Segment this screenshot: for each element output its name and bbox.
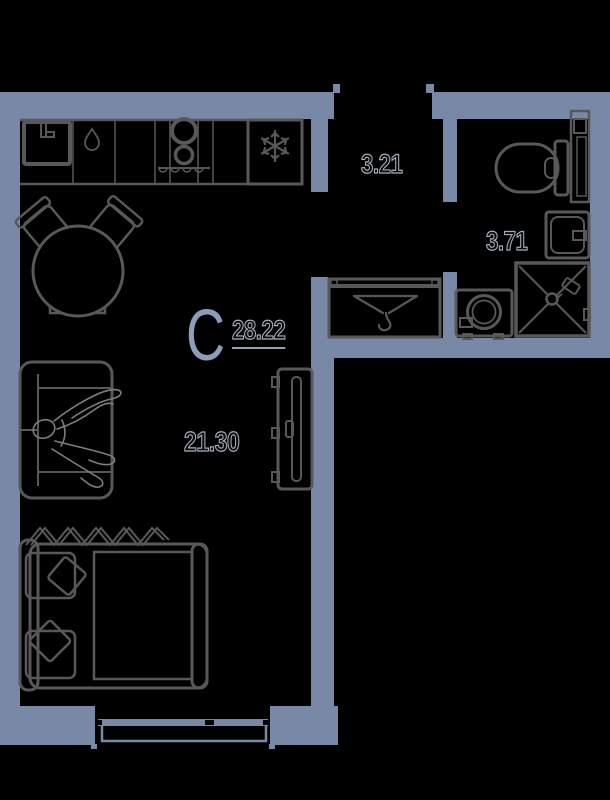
wall-hall-bottom bbox=[311, 338, 610, 358]
wall-living-right bbox=[311, 358, 334, 706]
wall-bottom-left bbox=[0, 706, 95, 745]
walls bbox=[0, 84, 610, 745]
counter-outline bbox=[20, 118, 304, 186]
toilet bbox=[494, 139, 570, 197]
pillow bbox=[24, 551, 77, 600]
tap-icon bbox=[45, 131, 55, 138]
entrance-jamb-right bbox=[426, 84, 434, 93]
counter-dividers bbox=[72, 120, 249, 184]
total-area-label: 28.22 bbox=[232, 316, 286, 349]
bathroom-sink bbox=[544, 210, 591, 260]
toilet-tank bbox=[553, 139, 570, 197]
bed-headboard bbox=[18, 538, 40, 692]
toilet-bowl bbox=[494, 142, 560, 194]
hanger-icon bbox=[352, 294, 419, 332]
fridge bbox=[246, 118, 304, 186]
blanket-zigzag bbox=[25, 526, 165, 547]
washer-door bbox=[466, 294, 502, 330]
blanket-zigzag bbox=[30, 526, 170, 547]
washer-controls bbox=[459, 317, 473, 328]
wall-notch bbox=[91, 744, 97, 749]
window-balcony bbox=[91, 719, 275, 749]
balcony-outline bbox=[100, 726, 268, 743]
washer-foot bbox=[462, 333, 473, 340]
water-drop-icon bbox=[84, 127, 100, 151]
wall-top-right bbox=[432, 92, 610, 119]
bathroom-fixtures bbox=[454, 109, 591, 340]
rail-bracket bbox=[330, 279, 338, 286]
rail-bracket bbox=[431, 279, 439, 286]
person-head bbox=[32, 418, 56, 440]
wall-right bbox=[590, 92, 610, 358]
window-frame bbox=[98, 719, 268, 726]
pillow bbox=[24, 629, 77, 680]
window-mullion bbox=[205, 720, 214, 725]
shower-mixer bbox=[583, 308, 591, 321]
duct-shaft bbox=[569, 109, 591, 204]
kitchen-counter bbox=[20, 117, 304, 186]
burner bbox=[170, 117, 198, 145]
wall-hall-left-upper bbox=[311, 112, 328, 192]
stove-knobs bbox=[158, 167, 204, 173]
bed-footboard bbox=[190, 542, 209, 690]
wall-bath-divider-lower bbox=[443, 272, 457, 338]
wall-notch bbox=[269, 744, 275, 749]
stove bbox=[158, 117, 210, 173]
studio-letter: С bbox=[186, 296, 225, 376]
tap-icon bbox=[40, 121, 47, 138]
window-mullion bbox=[98, 720, 102, 725]
person-on-sofa bbox=[32, 388, 122, 488]
tv-stand bbox=[271, 367, 314, 491]
sofa bbox=[18, 360, 114, 500]
decor-pillow bbox=[28, 619, 72, 663]
bathroom-area-label: 3.71 bbox=[486, 226, 529, 256]
window-mullion bbox=[263, 720, 268, 725]
burner bbox=[173, 144, 195, 166]
hallway-area-label: 3.21 bbox=[361, 149, 404, 179]
dining-set bbox=[14, 194, 144, 318]
bed-blanket bbox=[92, 550, 194, 681]
toilet-flush bbox=[544, 157, 558, 179]
washer-foot bbox=[493, 333, 504, 340]
bed bbox=[18, 526, 209, 692]
snowflake-icon bbox=[260, 130, 290, 162]
washer-door bbox=[471, 299, 497, 325]
tv-screen-mount bbox=[285, 420, 294, 438]
living-room-area-label: 21.30 bbox=[184, 426, 241, 457]
wall-top-left bbox=[0, 92, 334, 119]
tap-icon bbox=[572, 230, 587, 241]
wall-left bbox=[0, 92, 20, 745]
kitchen-sink bbox=[22, 120, 72, 166]
wardrobe bbox=[327, 277, 442, 339]
shower-drain bbox=[545, 292, 559, 306]
dining-table bbox=[31, 224, 125, 318]
entrance-jamb-left bbox=[333, 84, 340, 93]
wall-hall-left-lower bbox=[311, 277, 328, 338]
wall-bath-divider-upper bbox=[443, 112, 457, 202]
shower-head-icon bbox=[561, 277, 581, 295]
wall-bottom-right bbox=[270, 706, 338, 745]
decor-pillow bbox=[47, 556, 87, 596]
washing-machine bbox=[454, 288, 514, 340]
shower bbox=[514, 261, 591, 338]
